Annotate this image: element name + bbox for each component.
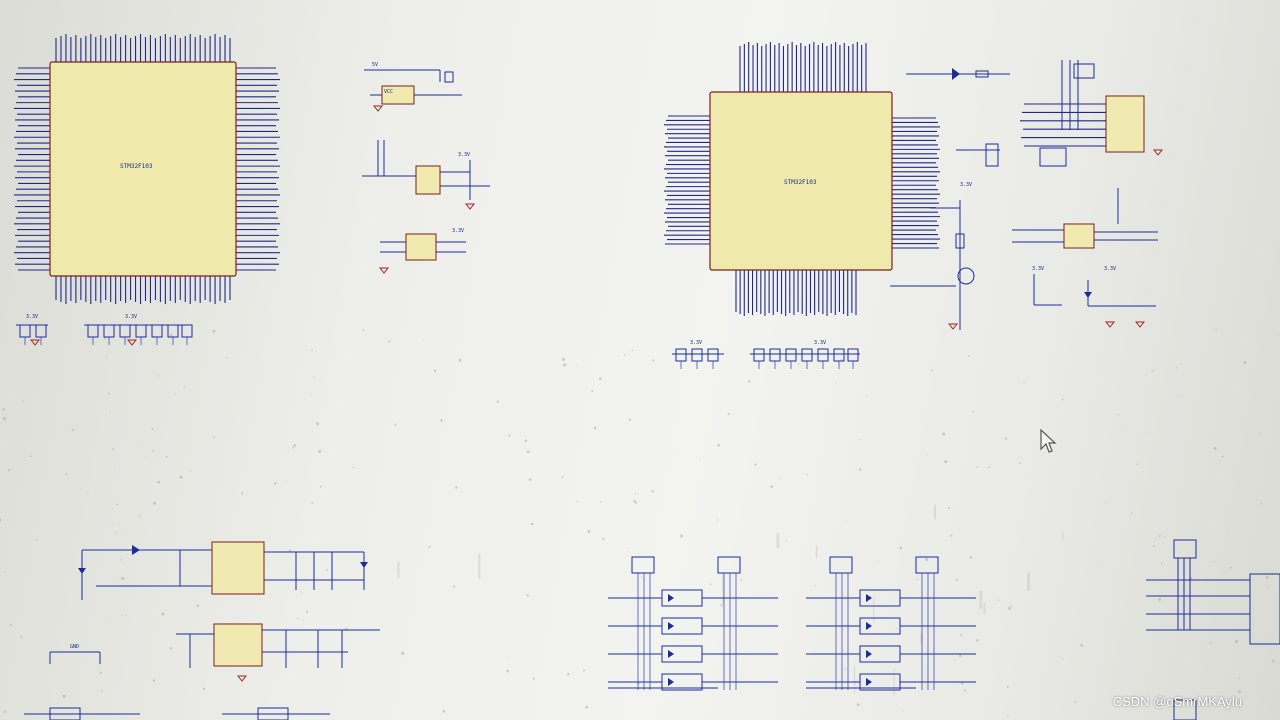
mcu-u1-top-pins (55, 34, 231, 62)
mcu-u2-left-pins (664, 115, 710, 245)
svg-text:3.3V: 3.3V (458, 152, 470, 158)
svg-text:3.3V: 3.3V (26, 314, 38, 320)
screen-dust (0, 329, 1279, 718)
mcu-u1-body (49, 61, 237, 277)
svg-text:GND: GND (70, 644, 79, 650)
bottom-partial-components (24, 699, 1197, 720)
usb-bridge-block: 3.3V (378, 228, 466, 274)
mcu-u1-bottom-pins (55, 276, 231, 304)
svg-text:VCC: VCC (384, 89, 393, 95)
mcu-u1-right-pins (236, 67, 280, 271)
far-right-circuits: 3.3V 3.3V (1012, 60, 1164, 328)
csdn-watermark: CSDN @oSmrMKAylu (1112, 694, 1242, 709)
mcu-u2-top-pins (739, 42, 867, 92)
mcu-u1-part-label: STM32F103 (120, 163, 153, 170)
svg-text:3.3V: 3.3V (1104, 266, 1116, 272)
mcu-u2-right-pins (892, 117, 940, 249)
u2-decoupling-caps: 3.3V 3.3V (672, 340, 860, 369)
mcu-u2-part-label: STM32F103 (784, 179, 817, 186)
svg-text:3.3V: 3.3V (690, 340, 702, 346)
svg-text:3.3V: 3.3V (125, 314, 137, 320)
optocoupler-array-right (806, 556, 976, 691)
mcu-u2[interactable]: STM32F103 (664, 42, 940, 316)
optocoupler-array-left (608, 556, 778, 691)
regulator-block: 5V VCC (364, 62, 462, 112)
svg-text:5V: 5V (372, 62, 378, 68)
mcu-u1[interactable]: STM32F103 (14, 34, 280, 304)
mcu-u2-bottom-pins (735, 270, 857, 316)
svg-text:3.3V: 3.3V (1032, 266, 1044, 272)
eeprom-block: 3.3V (362, 140, 490, 210)
power-supply-section: GND (49, 541, 380, 682)
mcu-u1-left-pins (14, 67, 50, 271)
u2-peripheral-circuits: 3.3V (890, 68, 1010, 330)
svg-text:3.3V: 3.3V (960, 182, 972, 188)
svg-text:3.3V: 3.3V (814, 340, 826, 346)
svg-text:3.3V: 3.3V (452, 228, 464, 234)
mcu-u2-body (709, 91, 893, 271)
u1-decoupling-caps: 3.3V 3.3V (16, 314, 193, 346)
mouse-pointer-icon (1039, 428, 1057, 458)
output-connector-block (1146, 539, 1280, 645)
